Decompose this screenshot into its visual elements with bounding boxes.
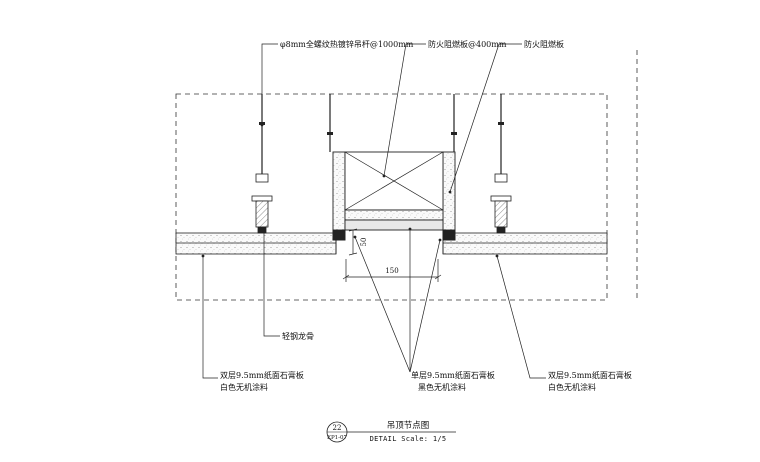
- dimension-depth: 50: [360, 238, 368, 247]
- rod-clips: [259, 122, 504, 135]
- fire-board-right-wall: [442, 151, 456, 241]
- label-center-board-line1: 单层9.5mm纸面石膏板: [411, 370, 495, 380]
- leader-lines: [202, 43, 546, 379]
- detail-title-block: 22 EP1-07 吊顶节点图 DETAIL Scale: 1/5: [326, 421, 456, 443]
- label-left-board-line2: 白色无机涂料: [220, 382, 268, 392]
- detail-title: 吊顶节点图: [387, 421, 430, 431]
- detail-scale: DETAIL Scale: 1/5: [370, 435, 447, 443]
- black-gypsum-board: [344, 219, 444, 231]
- dashed-boundary: [175, 93, 608, 301]
- central-fire-box: [332, 151, 456, 254]
- leader-arrowheads: [201, 123, 499, 258]
- label-center-board-line2: 黑色无机涂料: [418, 382, 466, 392]
- label-fire-board: 防火阻燃板: [524, 39, 564, 49]
- right-gypsum-board: [442, 232, 608, 255]
- left-gypsum-board: [175, 232, 337, 255]
- fire-board-bottom: [344, 209, 444, 221]
- keel-left: [251, 173, 273, 234]
- dimension-width: 150: [385, 267, 398, 275]
- label-right-board-line2: 白色无机涂料: [548, 382, 596, 392]
- label-fire-board-spacing: 防火阻燃板@400mm: [428, 39, 507, 49]
- label-light-steel-keel: 轻钢龙骨: [282, 331, 314, 341]
- keel-right: [490, 173, 512, 234]
- detail-sheet: EP1-07: [327, 435, 348, 441]
- fire-board-left-wall: [332, 151, 346, 241]
- dimension-lines: [342, 228, 442, 282]
- detail-number: 22: [333, 424, 342, 432]
- label-hanger-rod: φ8mm全螺纹热镀锌吊杆@1000mm: [280, 39, 414, 49]
- ceiling-boards: [175, 232, 608, 255]
- label-left-board-line1: 双层9.5mm纸面石膏板: [220, 370, 304, 380]
- label-right-board-line1: 双层9.5mm纸面石膏板: [548, 370, 632, 380]
